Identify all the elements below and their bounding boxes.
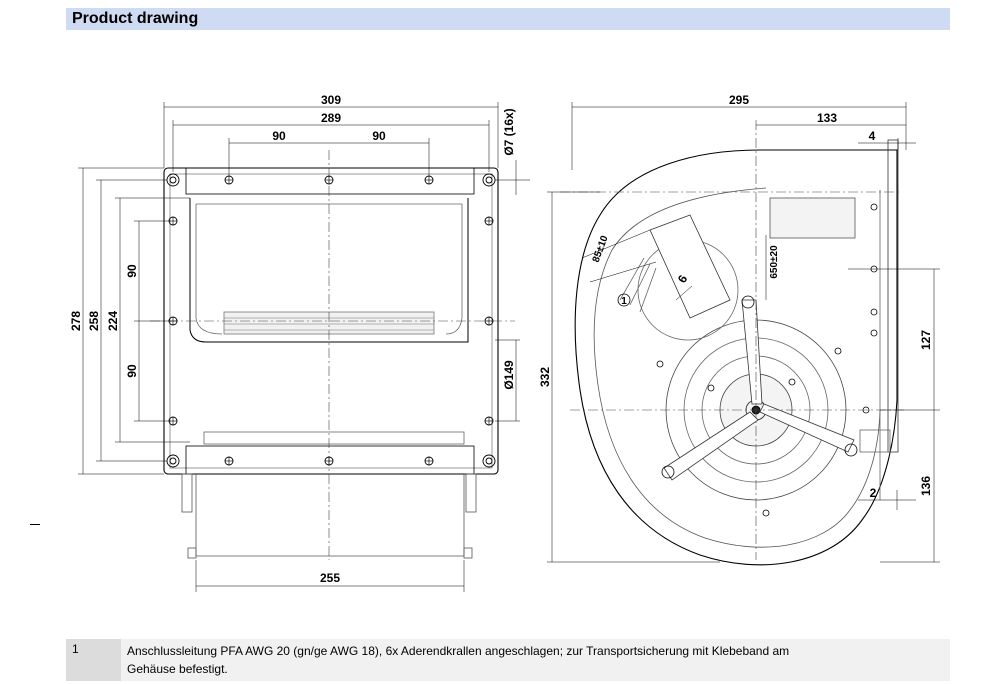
- dim-289: 289: [321, 111, 341, 125]
- dim-136: 136: [919, 476, 933, 496]
- dim-255: 255: [320, 571, 340, 585]
- dim-278: 278: [69, 311, 83, 331]
- notes-table: 1 Anschlussleitung PFA AWG 20 (gn/ge AWG…: [66, 639, 950, 681]
- dim-90-lower: 90: [125, 364, 139, 378]
- dim-hole-diameter: Ø7 (16x): [502, 108, 516, 155]
- note-number: 1: [66, 639, 121, 681]
- note-text-line-1: Anschlussleitung PFA AWG 20 (gn/ge AWG 1…: [127, 644, 790, 658]
- note-text-line-2: Gehäuse befestigt.: [127, 662, 228, 676]
- dim-90-right: 90: [372, 129, 386, 143]
- dim-309: 309: [321, 93, 341, 107]
- dim-cable-length: 650±20: [769, 245, 780, 279]
- margin-mark: [30, 524, 40, 525]
- dim-90-upper: 90: [125, 264, 139, 278]
- dim-149: Ø149: [502, 360, 516, 390]
- note-text: Anschlussleitung PFA AWG 20 (gn/ge AWG 1…: [121, 639, 950, 681]
- callout-1: 1: [621, 296, 627, 307]
- dim-258: 258: [87, 311, 101, 331]
- front-view: [78, 102, 530, 592]
- dim-90-left: 90: [272, 129, 286, 143]
- section-title: Product drawing: [72, 10, 199, 27]
- dim-2: 2: [870, 486, 877, 500]
- front-view-dimension-labels: 309 289 90 90 Ø7 (16x) 278 258 224 90 90…: [69, 93, 516, 585]
- dim-224: 224: [106, 311, 120, 331]
- dim-332: 332: [538, 367, 552, 387]
- side-view: [547, 102, 940, 566]
- dim-295: 295: [729, 93, 749, 107]
- dim-4: 4: [869, 129, 876, 143]
- section-header: Product drawing: [66, 8, 950, 30]
- dim-127: 127: [919, 330, 933, 350]
- dim-133: 133: [817, 111, 837, 125]
